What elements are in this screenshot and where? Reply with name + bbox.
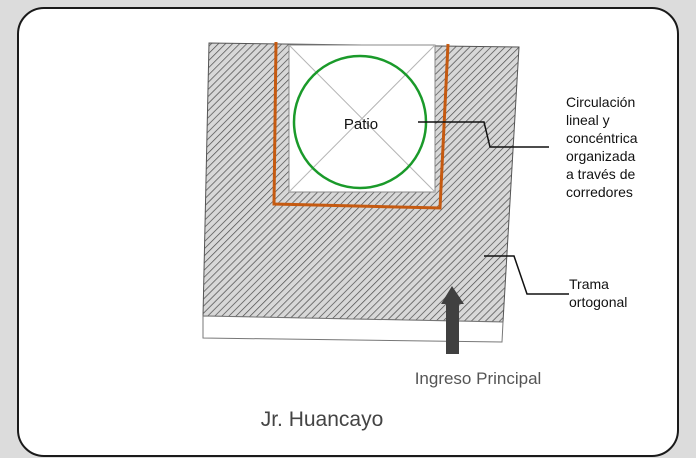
- circulation-line-5: a través de: [566, 166, 635, 182]
- circulation-line-6: corredores: [566, 184, 633, 200]
- circulation-leader-line: [418, 121, 549, 148]
- street-label: Jr. Huancayo: [261, 408, 384, 431]
- circulation-line-2: lineal y: [566, 112, 610, 128]
- street-strip: [202, 315, 504, 343]
- grid-leader-line: [484, 255, 569, 295]
- circulation-line-3: concéntrica: [566, 130, 638, 146]
- circulation-annotation: Circulación lineal y concéntrica organiz…: [566, 94, 638, 200]
- circulation-line-1: Circulación: [566, 94, 635, 110]
- patio-label: Patio: [344, 116, 378, 133]
- entrance-label: Ingreso Principal: [415, 369, 542, 388]
- grid-line-1: Trama: [569, 276, 609, 292]
- circulation-path: [272, 41, 450, 210]
- entrance-arrow-icon: [441, 286, 464, 354]
- grid-line-2: ortogonal: [569, 294, 627, 310]
- grid-annotation: Trama ortogonal: [569, 276, 627, 310]
- circulation-line-4: organizada: [566, 148, 635, 164]
